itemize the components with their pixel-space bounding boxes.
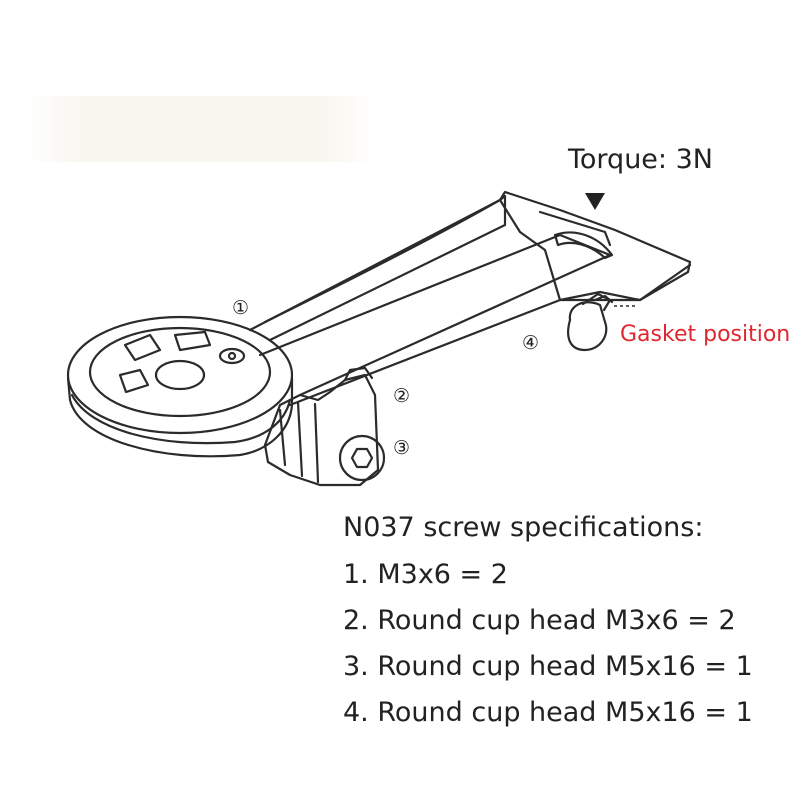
faded-watermark-area xyxy=(28,96,378,162)
screw-hole xyxy=(218,347,246,365)
screw-spec-list: N037 screw specifications: 1. M3x6 = 2 2… xyxy=(343,510,753,736)
spec-item-3: 3. Round cup head M5x16 = 1 xyxy=(343,651,753,682)
mount-disc-outer xyxy=(66,315,294,435)
stem-clamp xyxy=(498,190,692,302)
spec-item-1: 1. M3x6 = 2 xyxy=(343,559,508,590)
mount-disc-groove xyxy=(70,393,292,445)
hex-socket xyxy=(350,447,374,469)
callout-4: ④ xyxy=(522,332,540,354)
spec-title: N037 screw specifications: xyxy=(343,512,704,543)
torque-label: Torque: 3N xyxy=(568,144,713,175)
spec-item-2: 2. Round cup head M3x6 = 2 xyxy=(343,605,736,636)
gasket-screw xyxy=(567,301,608,352)
arm-top-edge xyxy=(263,198,502,324)
lock-tab-3 xyxy=(118,368,150,394)
center-boss xyxy=(154,359,206,391)
upper-arm xyxy=(248,194,507,342)
lock-tab-2 xyxy=(173,330,212,352)
gopro-mount xyxy=(263,373,380,487)
callout-3: ③ xyxy=(393,437,411,459)
callout-1: ① xyxy=(232,297,250,319)
stem-clamp-slot xyxy=(553,231,614,260)
lock-tab-1 xyxy=(123,333,162,362)
callout-2: ② xyxy=(393,385,411,407)
clamp-top-line xyxy=(538,210,612,247)
spec-item-4: 4. Round cup head M5x16 = 1 xyxy=(343,697,753,728)
mount-disc-rim xyxy=(66,376,294,458)
torque-arrow-icon xyxy=(585,193,605,210)
bolt-head xyxy=(338,434,386,482)
arm-underside xyxy=(288,263,692,407)
mount-disc-inner xyxy=(88,326,272,418)
gasket-label: Gasket position xyxy=(620,322,791,347)
gopro-prong xyxy=(343,366,374,382)
